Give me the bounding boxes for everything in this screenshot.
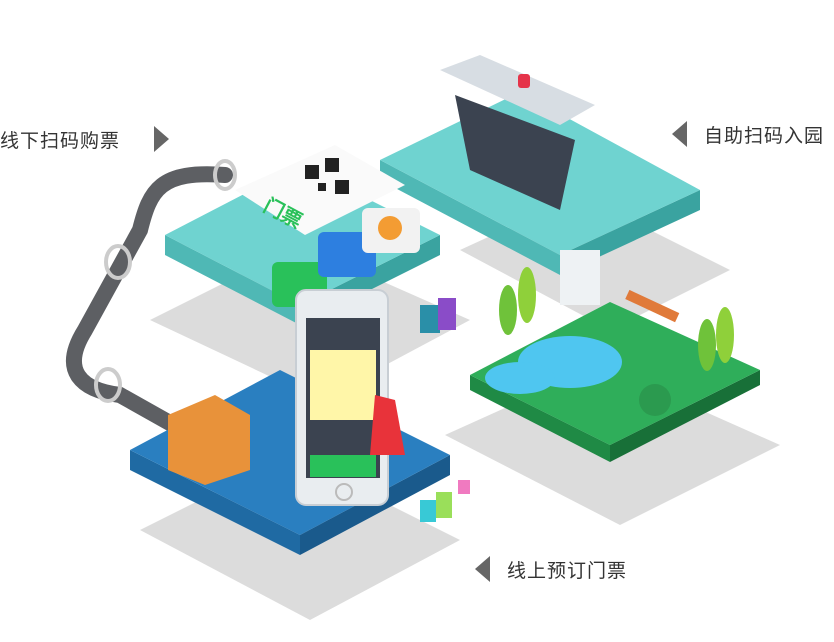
- tree: [698, 319, 716, 371]
- label-offline-purchase: 线下扫码购票: [0, 130, 121, 152]
- floating-tile: [458, 480, 470, 494]
- online-platform-side: [130, 450, 300, 555]
- pipe-ring: [213, 159, 237, 191]
- garden-platform-side: [470, 375, 610, 462]
- bench: [625, 289, 680, 323]
- arrow-right-icon: [154, 126, 169, 152]
- pipe-ring: [94, 367, 122, 403]
- label-self-entry: 自助扫码入园: [704, 125, 825, 147]
- arrow-left-icon: [475, 556, 490, 582]
- arrow-left-icon: [672, 121, 687, 147]
- offline-platform-side: [165, 235, 300, 325]
- qr-code-icon: [305, 158, 349, 194]
- gate-machine: [455, 95, 575, 210]
- entry-platform-side: [380, 160, 560, 275]
- floating-tile: [420, 500, 436, 522]
- pipe-ring: [104, 244, 132, 280]
- app-icon: [318, 232, 376, 277]
- offline-platform: [165, 165, 440, 305]
- tree: [716, 307, 734, 363]
- bush: [639, 384, 671, 416]
- floating-tile: [438, 298, 456, 330]
- person-red-dress: [370, 395, 405, 455]
- alarm-light: [518, 74, 530, 88]
- tree: [499, 285, 517, 335]
- box: [168, 395, 250, 485]
- tree: [518, 267, 536, 323]
- gate-roof: [440, 55, 595, 125]
- floating-tile: [436, 492, 452, 518]
- garden-platform-side: [610, 370, 760, 462]
- stairs: [560, 250, 600, 305]
- pipe: [66, 166, 308, 478]
- pond: [485, 362, 555, 394]
- label-online-booking: 线上预订门票: [507, 560, 628, 582]
- phone: [295, 289, 389, 506]
- floating-tile: [420, 305, 440, 333]
